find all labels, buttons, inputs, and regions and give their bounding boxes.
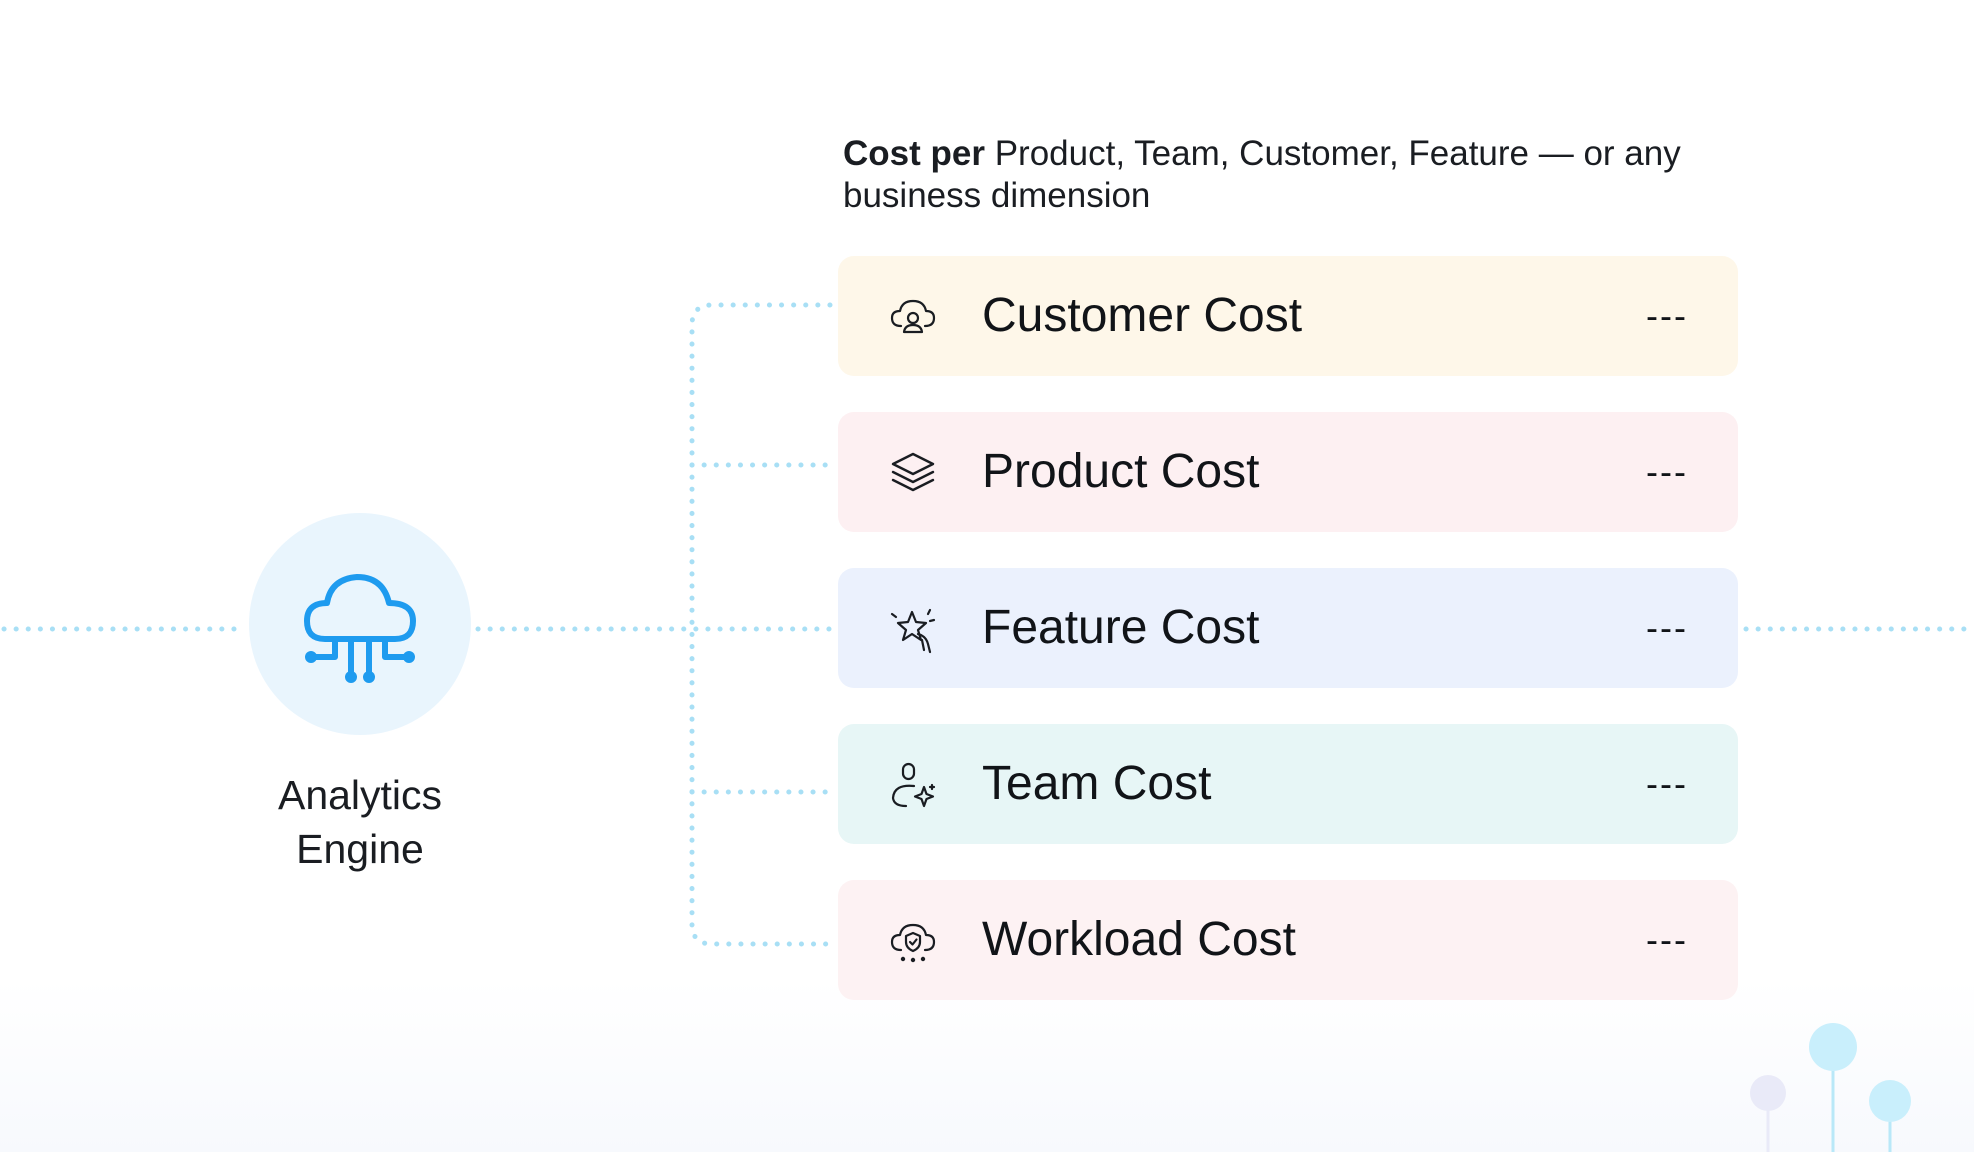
card-label: Customer Cost (982, 289, 1303, 342)
headline-rest: Product, Team, Customer, Feature — or an… (843, 134, 1681, 215)
card-label: Team Cost (982, 757, 1212, 810)
card-team-cost: Team Cost --- (838, 724, 1738, 844)
decorative-dots (1750, 1023, 1911, 1152)
cloud-user-icon (890, 299, 936, 334)
sparkle-star-hand-icon (890, 608, 936, 654)
card-workload-cost: Workload Cost --- (838, 880, 1738, 1000)
person-sparkle-icon (891, 762, 936, 808)
connector-trunk (689, 302, 833, 947)
card-value: --- (1646, 607, 1688, 648)
card-label: Workload Cost (982, 913, 1296, 966)
analytics-engine-node (249, 513, 471, 735)
headline: Cost per Product, Team, Customer, Featur… (843, 133, 1723, 217)
layers-icon (891, 452, 935, 492)
engine-label-line1: Analytics (277, 772, 443, 818)
card-customer-cost: Customer Cost --- (838, 256, 1738, 376)
engine-label-line2: Engine (296, 826, 424, 872)
card-value: --- (1646, 919, 1688, 960)
card-label: Feature Cost (982, 601, 1260, 654)
cloud-shield-icon (890, 923, 936, 963)
analytics-engine-label: Analytics Engine (230, 768, 490, 876)
card-value: --- (1646, 451, 1688, 492)
card-value: --- (1646, 295, 1688, 336)
cloud-network-icon (304, 574, 416, 683)
card-feature-cost: Feature Cost --- (838, 568, 1738, 688)
headline-bold: Cost per (843, 134, 985, 173)
card-product-cost: Product Cost --- (838, 412, 1738, 532)
card-label: Product Cost (982, 445, 1260, 498)
card-value: --- (1646, 763, 1688, 804)
